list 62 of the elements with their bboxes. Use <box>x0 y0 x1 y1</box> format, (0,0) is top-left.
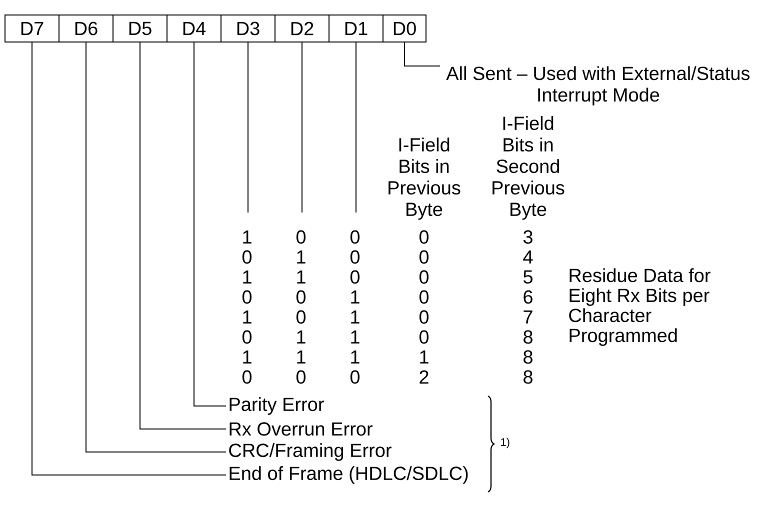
table-cell: 1 <box>351 310 360 324</box>
table-cell: 1 <box>297 270 306 284</box>
table-cell: 0 <box>242 370 252 384</box>
footnote-mark: 1) <box>501 438 510 448</box>
table-cell: 0 <box>296 230 306 244</box>
table-cell: 0 <box>419 290 429 304</box>
bit-box: D1 <box>328 14 384 42</box>
leader-line <box>140 42 226 430</box>
note: Residue Data for Eight Rx Bits per Character Programmed <box>569 268 710 346</box>
bit-box: D5 <box>112 14 168 42</box>
table-cell: 3 <box>523 230 532 244</box>
leader-line <box>194 42 226 406</box>
table-cell: 0 <box>419 230 429 244</box>
bit-box: D4 <box>166 14 222 42</box>
bit-box: D0 <box>382 14 426 42</box>
table-cell: 1 <box>297 250 306 264</box>
table-cell: 0 <box>350 270 360 284</box>
table-cell: 7 <box>524 310 532 324</box>
bit-box: D2 <box>274 14 330 42</box>
table-cell: 1 <box>351 290 360 304</box>
table-cell: 0 <box>296 310 306 324</box>
table-cell: 0 <box>419 310 429 324</box>
table-cell: 0 <box>350 230 360 244</box>
column-header: I-Field Bits in Previous Byte <box>388 138 460 220</box>
table-cell: 6 <box>524 290 532 304</box>
table-cell: 0 <box>350 370 360 384</box>
table-cell: 5 <box>523 270 532 284</box>
table-cell: 0 <box>350 250 360 264</box>
leader-line <box>32 42 226 476</box>
table-cell: 0 <box>242 250 252 264</box>
bit-description: CRC/Framing Error <box>229 443 392 461</box>
table-cell: 0 <box>419 250 429 264</box>
table-cell: 1 <box>243 230 252 244</box>
table-cell: 1 <box>243 350 252 364</box>
table-cell: 1 <box>351 350 360 364</box>
bit-box: D3 <box>220 14 276 42</box>
bit-description: Parity Error <box>230 397 324 415</box>
leader-line <box>404 42 440 66</box>
table-cell: 0 <box>242 290 252 304</box>
table-cell: 1 <box>243 270 252 284</box>
leader-line <box>86 42 226 452</box>
table-cell: 8 <box>524 350 532 364</box>
bit-description: Rx Overrun Error <box>230 422 372 436</box>
table-cell: 1 <box>420 350 428 364</box>
bit-description: End of Frame (HDLC/SDLC) <box>230 466 468 484</box>
bit-description: All Sent – Used with External/Status Interrupt Mode <box>446 66 750 106</box>
bit-box: D6 <box>58 14 114 42</box>
column-header: I-Field Bits in Second Previous Byte <box>492 116 564 220</box>
table-cell: 0 <box>419 330 429 344</box>
table-cell: 0 <box>296 370 306 384</box>
table-cell: 8 <box>524 330 532 344</box>
table-cell: 2 <box>420 370 428 384</box>
table-cell: 0 <box>296 290 306 304</box>
table-cell: 8 <box>524 370 532 384</box>
bit-box: D7 <box>4 14 60 42</box>
table-cell: 1 <box>297 350 306 364</box>
table-cell: 0 <box>419 270 429 284</box>
table-cell: 0 <box>242 330 252 344</box>
table-cell: 4 <box>523 250 533 264</box>
table-cell: 1 <box>297 330 306 344</box>
table-cell: 1 <box>351 330 360 344</box>
table-cell: 1 <box>243 310 252 324</box>
